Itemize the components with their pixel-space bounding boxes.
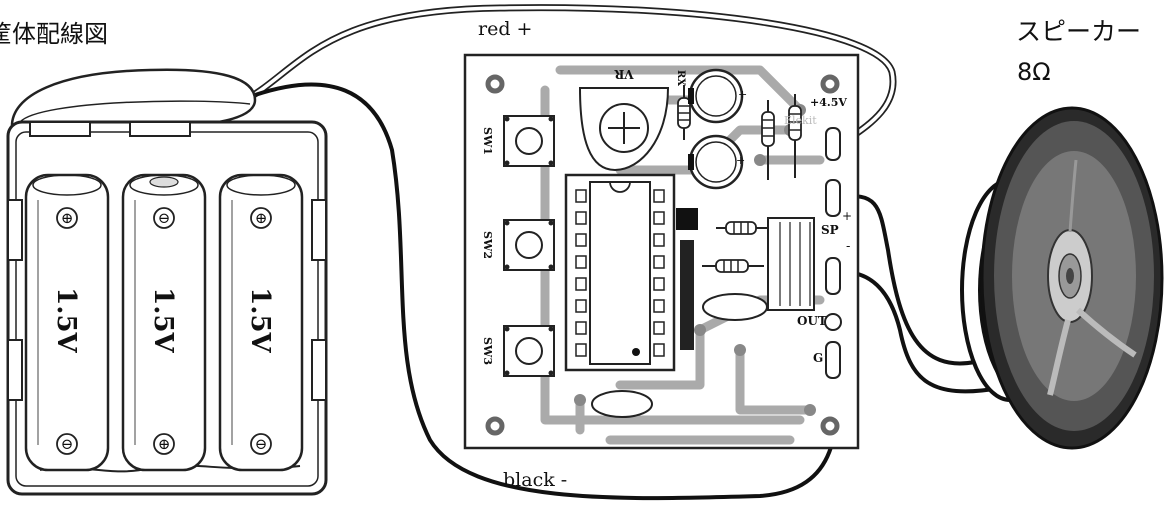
- switch-3: SW3: [481, 325, 555, 377]
- speaker-wire-minus: [837, 269, 1001, 394]
- resistor-rx: [677, 85, 691, 140]
- sp-plus-label: +: [842, 209, 852, 223]
- capacitor-2: +: [688, 134, 745, 190]
- rx-label: RX: [675, 70, 686, 86]
- speaker-label: スピーカー: [1016, 17, 1142, 46]
- cell-3-bottom-sign: ⊖: [255, 435, 268, 453]
- out-label: OUT: [797, 314, 827, 328]
- variable-resistor: VR: [578, 67, 670, 172]
- cell-1-bottom-sign: ⊖: [61, 435, 74, 453]
- ceramic-capacitor-1: [702, 293, 768, 321]
- sw1-label: SW1: [481, 127, 494, 155]
- black-wire-label: black -: [503, 469, 568, 491]
- resistor-middle-1: [716, 221, 768, 235]
- speaker-wire-plus: [837, 194, 976, 366]
- sw3-label: SW3: [481, 337, 494, 365]
- brand-label: Elekit: [784, 114, 817, 127]
- cell-3-voltage: 1.5V: [245, 287, 275, 353]
- battery-cell-3: ⊕ ⊖ 1.5V: [218, 173, 304, 472]
- battery-cell-2: ⊖ ⊕ 1.5V: [121, 173, 207, 472]
- ceramic-capacitor-2: [591, 390, 653, 418]
- gnd-label: G: [813, 351, 823, 365]
- sp-label: SP: [821, 223, 839, 237]
- resistor-pair: [761, 94, 802, 180]
- vr-label: VR: [613, 67, 634, 81]
- svg-text:+: +: [738, 88, 747, 101]
- switch-1: SW1: [481, 115, 555, 167]
- mounting-holes: [485, 74, 840, 436]
- transistor-block: [767, 217, 815, 311]
- sp-minus-label: -: [846, 239, 850, 254]
- cell-3-top-sign: ⊕: [255, 209, 268, 227]
- cell-1-voltage: 1.5V: [51, 287, 81, 353]
- red-wire-label: red +: [478, 18, 533, 40]
- board-logo: [676, 208, 698, 350]
- switch-2: SW2: [481, 219, 555, 271]
- speaker: [960, 106, 1164, 450]
- terminal-pads: [824, 127, 842, 379]
- battery-cell-1: ⊕ ⊖ 1.5V: [24, 173, 110, 472]
- cell-1-top-sign: ⊕: [61, 209, 74, 227]
- black-wire: [254, 82, 840, 501]
- speaker-impedance: 8Ω: [1017, 58, 1051, 86]
- diagram-title: 筐体配線図: [0, 20, 108, 48]
- cell-2-bottom-sign: ⊕: [158, 435, 171, 453]
- ic-chip: [564, 173, 676, 372]
- plus-4-5v-label: +4.5V: [810, 96, 847, 109]
- capacitor-1: +: [688, 68, 747, 124]
- battery-holder: ⊕ ⊖ 1.5V ⊖ ⊕ 1.5V: [6, 68, 328, 496]
- sw2-label: SW2: [481, 231, 494, 259]
- cell-2-top-sign: ⊖: [158, 209, 171, 227]
- resistor-middle-2: [702, 259, 764, 273]
- cell-2-voltage: 1.5V: [148, 287, 178, 353]
- circuit-board: VR RX + +: [463, 53, 860, 450]
- svg-text:+: +: [736, 154, 745, 167]
